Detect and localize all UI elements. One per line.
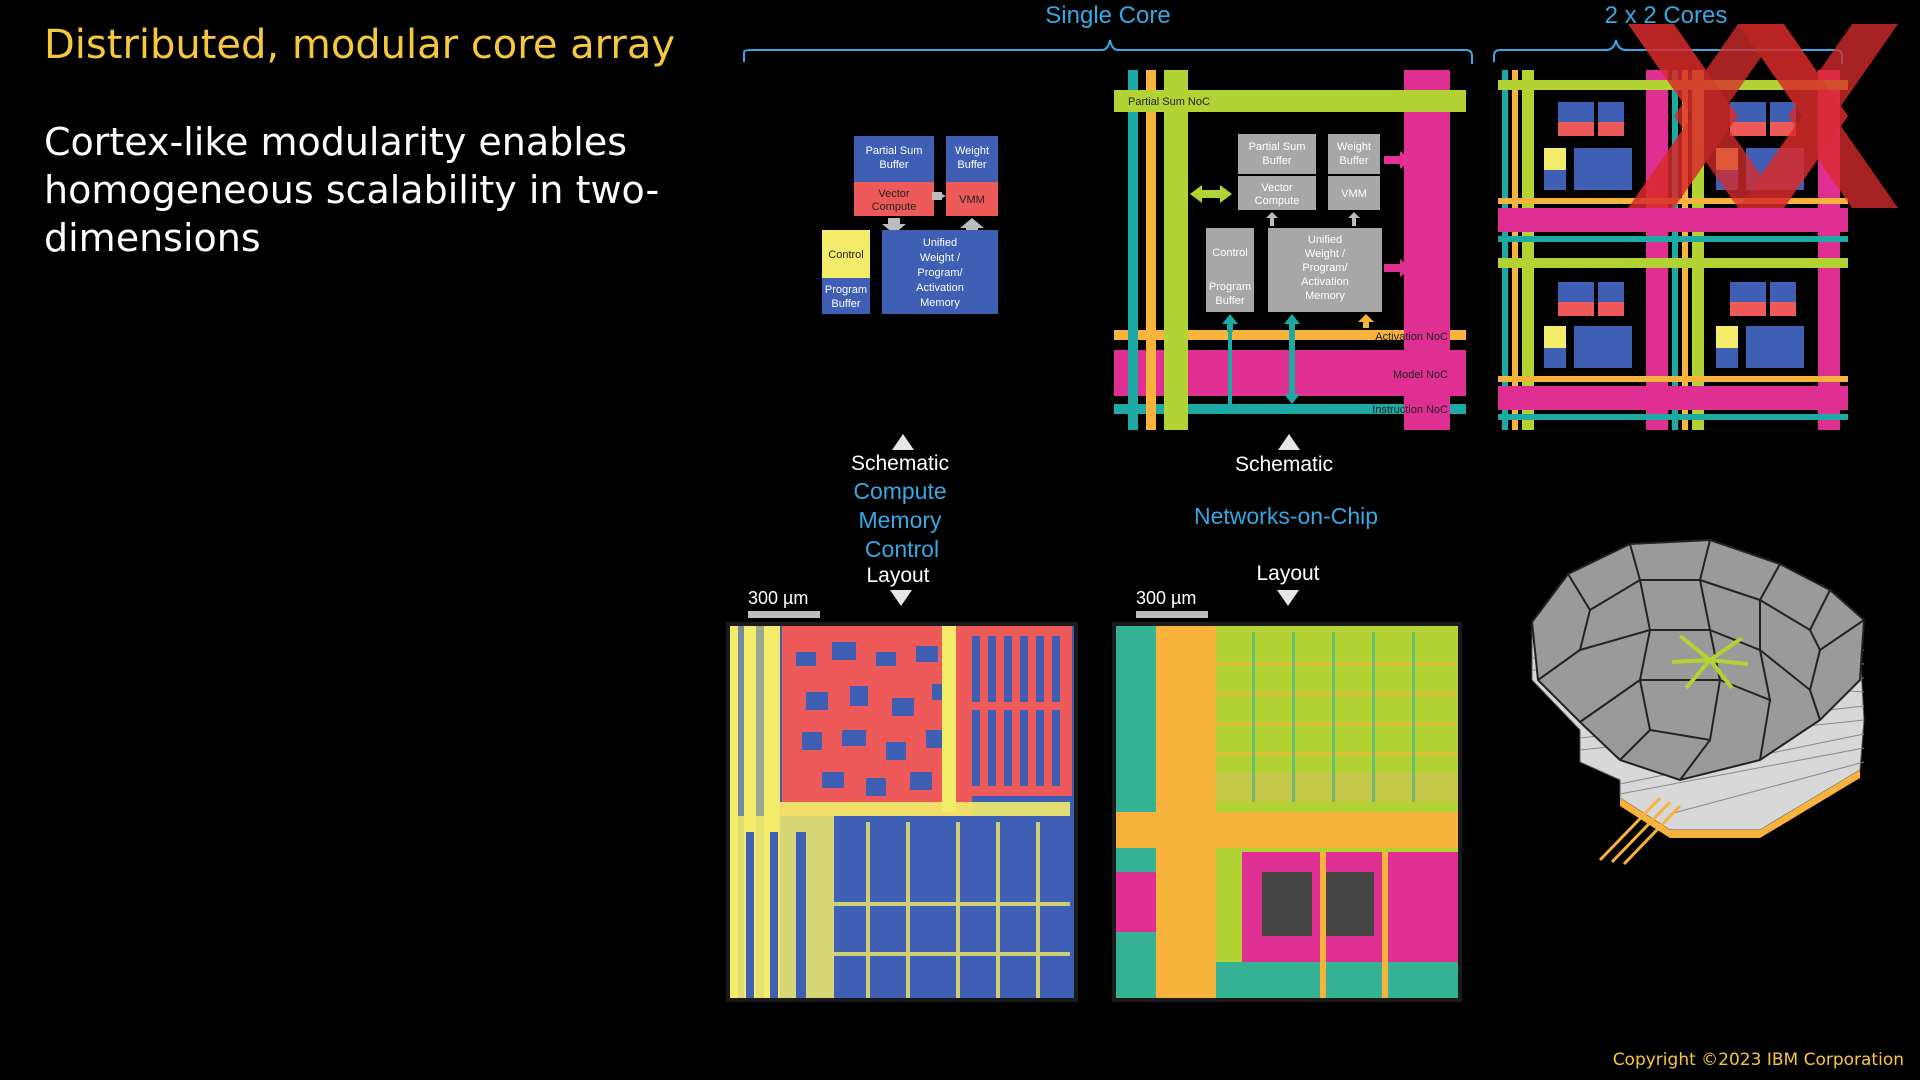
program-buffer-block [822, 278, 870, 314]
noc-layout-image [1112, 622, 1462, 1002]
instruction-noc-vertical [1128, 70, 1138, 430]
compute-memory-layout-image [726, 622, 1078, 1002]
vector-compute-label-2: Compute [872, 201, 917, 213]
scale-bar-right-label: 300 µm [1136, 588, 1197, 608]
svg-text:Control: Control [1212, 247, 1247, 259]
single-core-brace [743, 39, 1473, 64]
instruction-noc-bus [1114, 404, 1466, 414]
svg-text:Buffer: Buffer [1339, 155, 1368, 167]
mini-core-bottom-right [1716, 282, 1804, 368]
unified-memory-block [882, 230, 998, 314]
svg-text:Weight: Weight [1337, 141, 1371, 153]
partial-sum-buffer-block [854, 136, 934, 182]
vmm-block [946, 182, 998, 216]
schematic-label-left: Schematic [850, 452, 950, 475]
compute-schematic: Partial Sum Buffer Vector Compute Weight… [822, 136, 998, 314]
vmm-label: VMM [959, 194, 985, 206]
psum-arrow [1190, 185, 1232, 203]
partial-sum-noc-bus [1114, 90, 1466, 112]
partial-sum-buffer-label-1: Partial Sum [866, 145, 923, 157]
svg-text:Program/: Program/ [1302, 262, 1348, 274]
tiled-core-array-illustration [1530, 538, 1866, 866]
watermark-x-logo [1628, 24, 1898, 208]
partial-sum-buffer-label-2: Buffer [879, 159, 908, 171]
slide-subtitle: Cortex-like modularity enables homogeneo… [44, 120, 660, 260]
memory-label: Memory [858, 507, 942, 533]
svg-text:Vector: Vector [1261, 182, 1293, 194]
svg-text:Program: Program [1209, 281, 1251, 293]
activation-noc-vertical [1146, 70, 1156, 430]
svg-text:Control: Control [828, 249, 863, 261]
svg-text:Program: Program [825, 284, 867, 296]
layout-label-left: Layout [866, 564, 930, 587]
vector-compute-block [854, 182, 934, 216]
slide-title: Distributed, modular core array [44, 22, 676, 68]
svg-text:Activation: Activation [916, 282, 964, 294]
svg-text:Buffer: Buffer [1215, 295, 1244, 307]
two-by-two-schematic [1496, 68, 1852, 432]
scale-bar-left-line [748, 611, 820, 618]
svg-text:Partial Sum: Partial Sum [1249, 141, 1306, 153]
svg-text:Program/: Program/ [917, 267, 963, 279]
weight-buffer-block [946, 136, 998, 182]
layout-label-right: Layout [1256, 562, 1320, 585]
svg-text:Weight /: Weight / [1305, 248, 1346, 260]
svg-text:VMM: VMM [1341, 188, 1367, 200]
weight-buffer-label-1: Weight [955, 145, 989, 157]
control-label: Control [864, 536, 940, 562]
scale-bar-right: 300 µm [1136, 588, 1208, 618]
scale-bar-left-label: 300 µm [748, 588, 809, 608]
mini-core-top-left [1544, 102, 1632, 190]
svg-text:Weight /: Weight / [920, 252, 961, 264]
schematic-up-arrow-left [892, 434, 914, 450]
scale-bar-left: 300 µm [748, 588, 820, 618]
svg-text:Memory: Memory [1305, 290, 1345, 302]
model-noc-label: Model NoC [1393, 369, 1448, 381]
partial-sum-noc-vertical [1164, 70, 1188, 430]
down-arrow [882, 218, 906, 234]
noc-schematic: Partial Sum NoC Activation NoC Model NoC… [1114, 70, 1466, 430]
schematic-label-right: Schematic [1234, 453, 1334, 476]
layout-down-arrow-right [1277, 590, 1299, 606]
schematic-up-arrow-right [1278, 434, 1300, 450]
mini-core-bottom-left [1544, 282, 1632, 368]
svg-text:Memory: Memory [920, 297, 960, 309]
single-core-header: Single Core [1045, 2, 1171, 29]
svg-text:Unified: Unified [923, 237, 957, 249]
noc-star-arrows [1671, 634, 1749, 690]
copyright-notice: Copyright ©2023 IBM Corporation [1612, 1050, 1904, 1070]
svg-text:Buffer: Buffer [1262, 155, 1291, 167]
instruction-noc-label: Instruction NoC [1372, 404, 1448, 416]
scale-bar-right-line [1136, 611, 1208, 618]
networks-on-chip-label: Networks-on-Chip [1193, 503, 1379, 529]
svg-text:Buffer: Buffer [831, 298, 860, 310]
compute-label: Compute [853, 478, 947, 504]
layout-down-arrow-left [890, 590, 912, 606]
svg-text:Unified: Unified [1308, 234, 1342, 246]
io-arrows [1598, 796, 1682, 866]
model-noc-vertical [1404, 70, 1450, 430]
control-block [822, 230, 870, 278]
vector-compute-label-1: Vector [878, 188, 910, 200]
svg-text:Compute: Compute [1255, 195, 1300, 207]
activation-noc-label: Activation NoC [1375, 331, 1448, 343]
weight-buffer-label-2: Buffer [957, 159, 986, 171]
partial-sum-noc-label: Partial Sum NoC [1128, 96, 1210, 108]
svg-text:Activation: Activation [1301, 276, 1349, 288]
